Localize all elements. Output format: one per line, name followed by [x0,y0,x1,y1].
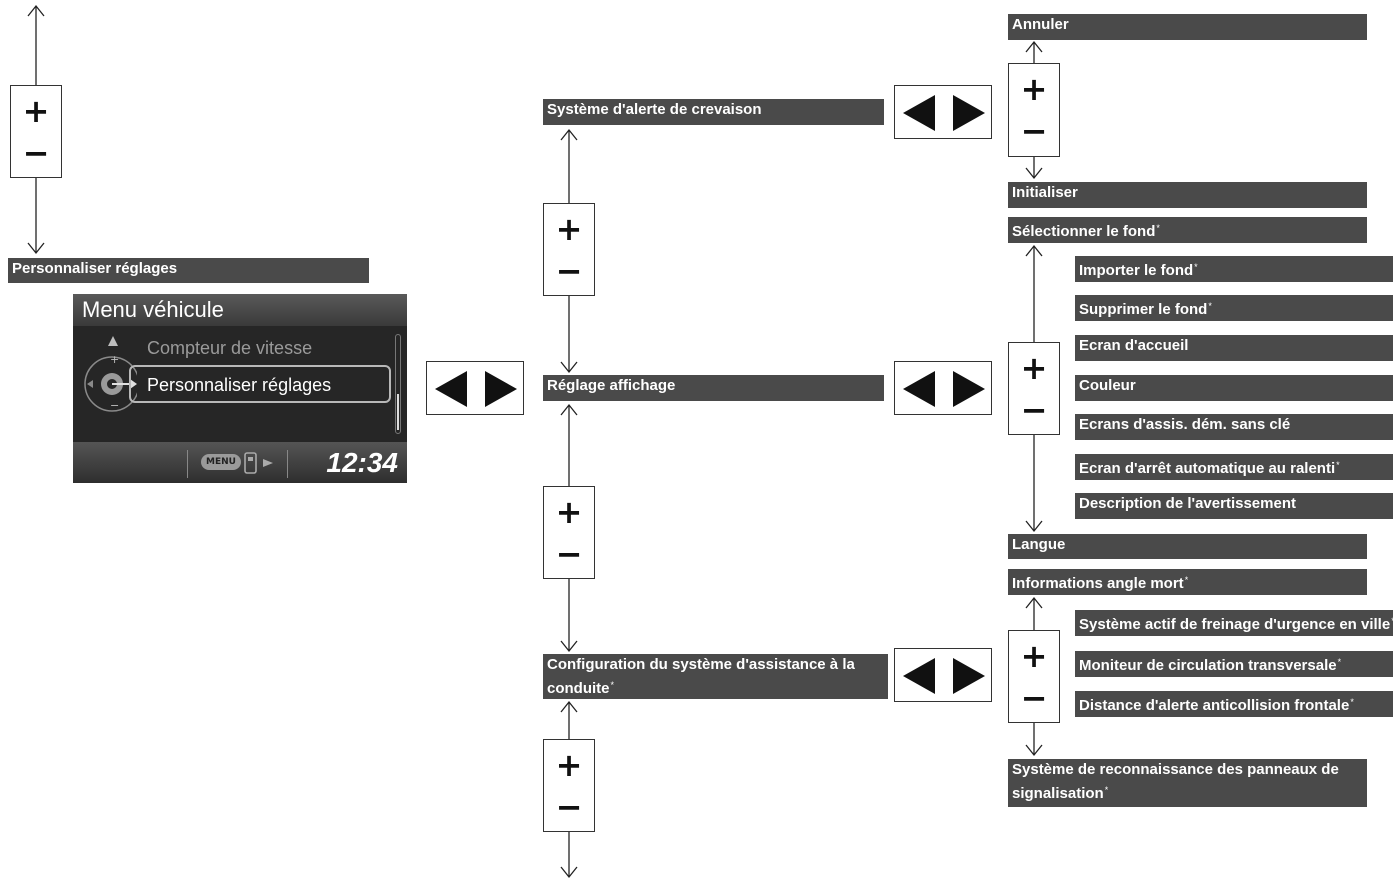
label-sign-recognition-text: Système de reconnaissance des panneaux d… [1012,761,1339,802]
plus-icon: + [555,210,583,248]
label-color: Couleur [1075,375,1393,401]
right-triangle-icon [953,95,985,131]
footer-divider [287,450,288,478]
plus-icon: + [1020,70,1048,108]
menu-button-icon: MENU [201,454,241,470]
screen-item-speedometer: Compteur de vitesse [147,338,313,358]
left-right-box [426,361,524,415]
footer-divider [187,450,188,478]
plus-minus-box: + − [1008,342,1060,435]
label-import-bg: Importer le fond* [1075,256,1393,282]
label-fcw-distance: Distance d'alerte anticollision frontale… [1075,691,1393,717]
svg-text:−: − [110,399,119,412]
label-sign-recognition: Système de reconnaissance des panneaux d… [1008,759,1367,807]
label-cross-traffic: Moniteur de circulation transversale* [1075,651,1393,677]
asterisk: * [1156,223,1160,233]
minus-icon: − [1020,112,1048,150]
right-triangle-icon [485,371,517,407]
label-display: Réglage affichage [543,375,884,401]
asterisk: * [1184,575,1189,585]
left-right-box [894,85,992,139]
left-triangle-icon [903,371,935,407]
label-delete-bg: Supprimer le fond* [1075,295,1393,321]
label-city-brake-text: Système actif de freinage d'urgence en v… [1079,616,1391,633]
label-driver-assist-text: Configuration du système d'assistance à … [547,656,855,697]
screen-selection-highlight [129,365,391,403]
plus-minus-box: + − [543,739,595,832]
plus-icon: + [555,493,583,531]
label-blind-spot: Informations angle mort* [1008,569,1367,595]
dial-icon: + − [84,336,137,412]
label-delete-bg-text: Supprimer le fond [1079,301,1208,318]
label-keyless-screens: Ecrans d'assis. dém. sans clé [1075,414,1393,440]
left-right-box [894,361,992,415]
label-blind-spot-text: Informations angle mort [1012,575,1184,592]
label-cancel: Annuler [1008,14,1367,40]
asterisk: * [1208,301,1212,311]
seat-icon [244,452,273,474]
plus-icon: + [555,746,583,784]
label-driver-assist: Configuration du système d'assistance à … [543,654,888,699]
left-right-box [894,648,992,702]
label-select-bg-text: Sélectionner le fond [1012,223,1156,240]
asterisk: * [610,680,615,690]
label-language: Langue [1008,534,1367,559]
plus-icon: + [1020,349,1048,387]
right-triangle-icon [953,658,985,694]
label-fcw-distance-text: Distance d'alerte anticollision frontale [1079,697,1350,714]
label-home-screen: Ecran d'accueil [1075,335,1393,361]
asterisk: * [1194,262,1198,272]
screen-scrollbar [395,334,401,434]
asterisk: * [1104,785,1109,795]
left-triangle-icon [435,371,467,407]
plus-minus-box: + − [1008,63,1060,157]
plus-minus-box: + − [543,203,595,296]
label-personalize: Personnaliser réglages [8,258,369,283]
minus-icon: − [555,535,583,573]
asterisk: * [1337,657,1342,667]
left-triangle-icon [903,95,935,131]
asterisk: * [1350,697,1354,707]
svg-text:+: + [110,353,119,366]
label-init: Initialiser [1008,182,1367,208]
minus-icon: − [1020,391,1048,429]
minus-icon: − [1020,679,1048,717]
label-tpms: Système d'alerte de crevaison [543,99,884,125]
label-city-brake: Système actif de freinage d'urgence en v… [1075,610,1393,636]
label-select-bg: Sélectionner le fond* [1008,217,1367,243]
vehicle-menu-screen: Menu véhicule + − Compteur de vitesse Pe… [73,294,407,483]
plus-minus-box: + − [10,85,62,178]
asterisk: * [1391,616,1393,626]
plus-icon: + [1020,637,1048,675]
asterisk: * [1336,460,1340,470]
label-import-bg-text: Importer le fond [1079,262,1194,279]
minus-icon: − [22,134,50,172]
minus-icon: − [555,788,583,826]
screen-scrollbar-thumb [397,394,399,430]
screen-item-selected: Personnaliser réglages [147,375,332,395]
minus-icon: − [555,252,583,290]
plus-minus-box: + − [1008,630,1060,723]
label-warning-desc: Description de l'avertissement [1075,493,1393,519]
label-idle-stop-screen: Ecran d'arrêt automatique au ralenti* [1075,454,1393,480]
label-cross-traffic-text: Moniteur de circulation transversale [1079,657,1337,674]
plus-minus-box: + − [543,486,595,579]
left-triangle-icon [903,658,935,694]
screen-clock: 12:34 [326,447,398,478]
label-idle-stop-screen-text: Ecran d'arrêt automatique au ralenti [1079,460,1336,477]
screen-title: Menu véhicule [82,297,224,322]
right-triangle-icon [953,371,985,407]
screen-header [73,294,407,326]
plus-icon: + [22,92,50,130]
